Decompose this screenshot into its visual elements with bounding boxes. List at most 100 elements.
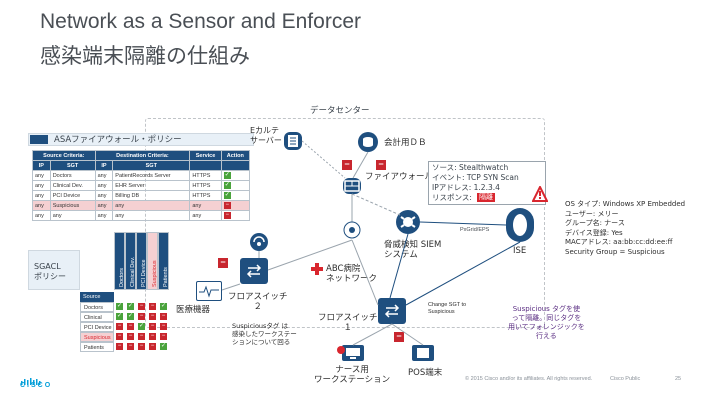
event-response: リスポンス: xyxy=(432,193,472,202)
deny-icon: − xyxy=(149,323,156,330)
sgacl-dest-header: Clinical Dev. xyxy=(125,232,136,290)
deny-icon: − xyxy=(116,343,123,350)
event-ip: IPアドレス: 1.2.3.4 xyxy=(432,183,500,192)
floor-switch-2-label: フロアスイッチ ２ xyxy=(228,292,288,312)
permit-icon: ✓ xyxy=(160,303,167,310)
sgacl-source-row-label: Patients xyxy=(80,342,114,352)
asa-policy-marker xyxy=(30,135,48,144)
os-info-line: デバイス登録: Yes xyxy=(565,228,623,237)
permit-icon: ✓ xyxy=(127,303,134,310)
datacenter-boundary xyxy=(145,118,545,328)
asa-policy-table: Source Criteria: Destination Criteria: S… xyxy=(32,150,251,221)
os-info-line: グループ名: ナース xyxy=(565,219,625,227)
deny-icon: − xyxy=(160,333,167,340)
firewall-icon[interactable] xyxy=(343,178,361,194)
os-info-line: ユーザー: メリー xyxy=(565,209,619,218)
datacenter-label: データセンター xyxy=(310,106,370,116)
asa-cell-sgt: any xyxy=(49,210,96,221)
sgacl-source-header: Source xyxy=(80,292,114,302)
sgacl-source-row-label: Suspicious xyxy=(80,332,114,342)
sgacl-label-box xyxy=(28,250,80,290)
asa-cell-svc: any xyxy=(189,210,222,221)
sgacl-source-row-label: Doctors xyxy=(80,302,114,312)
deny-icon: − xyxy=(138,303,145,310)
deny-icon: − xyxy=(127,333,134,340)
footer-page-number: 25 xyxy=(675,376,682,382)
suspicious-follow-note: Suspiciousタグ は 感染したワークステー ションについて回る xyxy=(232,322,297,346)
asa-policy-label: ASAファイアウォール・ポリシー xyxy=(54,135,182,145)
deny-icon: − xyxy=(149,313,156,320)
abc-hospital-label: ABC病院 ネットワーク xyxy=(326,264,378,284)
floor-switch-2-icon[interactable] xyxy=(240,258,268,284)
deny-icon: − xyxy=(138,333,145,340)
deny-icon: − xyxy=(138,343,145,350)
infected-marker xyxy=(336,342,346,360)
event-type: イベント: TCP SYN Scan xyxy=(432,173,519,182)
firewall-label: ファイアウォール xyxy=(365,172,434,182)
ekarte-label: Eカルテ サーバー xyxy=(250,126,282,145)
permit-icon: ✓ xyxy=(223,172,231,179)
permit-icon: ✓ xyxy=(116,303,123,310)
permit-icon: ✓ xyxy=(116,313,123,320)
deny-icon: − xyxy=(116,333,123,340)
asa-cell-action: − xyxy=(220,210,251,221)
switch2-deny-marker: − xyxy=(218,258,228,268)
deny-icon: − xyxy=(223,212,231,219)
database-icon[interactable] xyxy=(358,132,378,152)
sgacl-source-row-label: PCI Device xyxy=(80,322,114,332)
pxgrid-label: PxGrid/EPS xyxy=(460,227,490,233)
suspicious-tag-note: Suspicious タグを使 って隔離。同じタグを 用いてフォレンジックを 行… xyxy=(508,305,585,340)
accounting-db-label: 会計用ＤＢ xyxy=(384,138,427,148)
siem-label: 脅威検知 SIEM システム xyxy=(384,240,442,260)
medical-device-label: 医療機器 xyxy=(176,305,211,315)
firewall-deny-marker: − xyxy=(342,160,352,170)
permit-icon: ✓ xyxy=(138,323,145,330)
footer-copyright: © 2015 Cisco and/or its affiliates. All … xyxy=(465,376,593,382)
cisco-logo xyxy=(20,373,54,391)
floor-switch-1-icon[interactable] xyxy=(378,298,406,324)
ekarte-server-icon[interactable] xyxy=(284,132,302,150)
change-sgt-label: Change SGT to Suspicious xyxy=(428,302,467,315)
deny-icon: − xyxy=(149,343,156,350)
os-info-line: OS タイプ: Windows XP Embedded xyxy=(565,200,686,208)
deny-icon: − xyxy=(149,333,156,340)
permit-icon: ✓ xyxy=(127,313,134,320)
deny-icon: − xyxy=(160,323,167,330)
alert-icon xyxy=(531,184,549,207)
deny-icon: − xyxy=(138,313,145,320)
deny-icon: − xyxy=(149,303,156,310)
permit-icon: ✓ xyxy=(223,192,231,199)
ise-label: ISE xyxy=(513,246,527,256)
medical-device-icon[interactable] xyxy=(196,281,222,301)
db-deny-marker: − xyxy=(376,160,386,170)
sgacl-dest-header: Doctors xyxy=(114,232,125,290)
deny-icon: − xyxy=(223,202,231,209)
switch1-deny-marker: − xyxy=(394,332,404,342)
slide-subtitle: 感染端末隔離の仕組み xyxy=(40,44,250,68)
sgacl-dest-header: PCI Device xyxy=(136,232,147,290)
permit-icon: ✓ xyxy=(223,182,231,189)
deny-icon: − xyxy=(160,313,167,320)
nurse-workstation-label: ナース用 ワークステーション xyxy=(314,365,391,385)
floor-switch-1-label: フロアスイッチ １ xyxy=(318,313,378,333)
sgacl-dest-header: Patients xyxy=(158,232,169,290)
quarantine-badge: 隔離 xyxy=(477,193,495,202)
cisco-logo-text: CISCO xyxy=(20,382,53,389)
asa-policy-header xyxy=(28,133,254,146)
hospital-cross-icon xyxy=(310,262,324,281)
permit-icon: ✓ xyxy=(160,343,167,350)
siem-icon[interactable] xyxy=(396,210,420,234)
nurse-workstation-icon[interactable] xyxy=(342,345,364,361)
access-point-icon[interactable] xyxy=(250,233,268,251)
pos-terminal-icon[interactable] xyxy=(412,345,434,361)
deny-icon: − xyxy=(127,323,134,330)
footer-confidentiality: Cisco Public xyxy=(610,376,641,382)
ise-icon[interactable] xyxy=(506,208,534,242)
